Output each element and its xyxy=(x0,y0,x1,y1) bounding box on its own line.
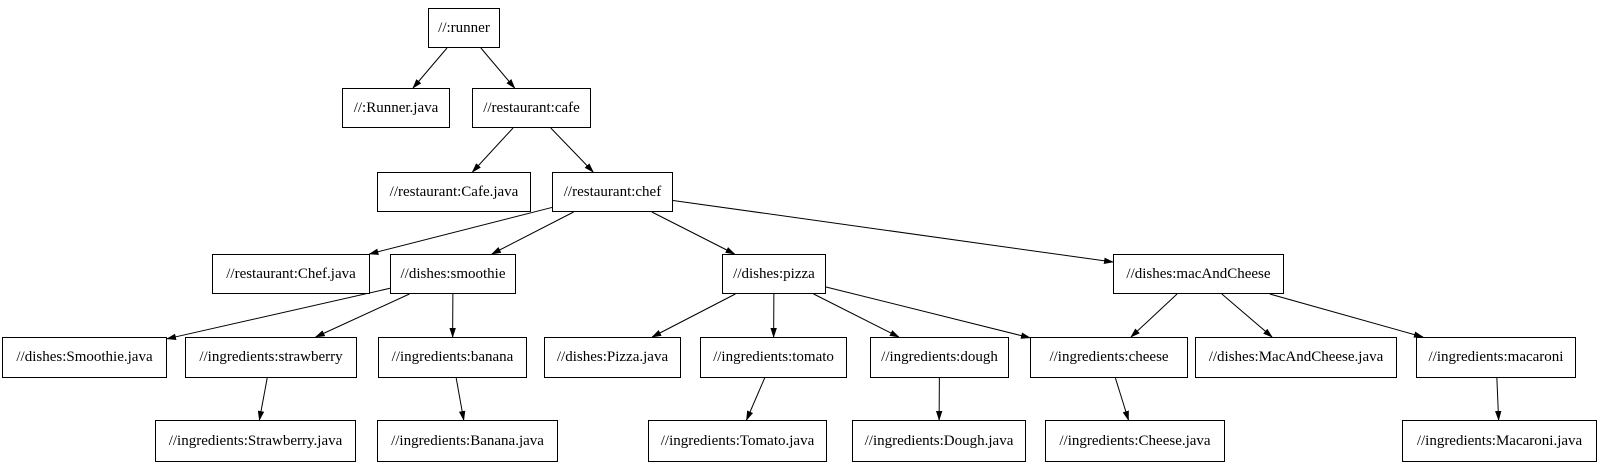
graph-node-label: //:runner xyxy=(438,19,490,36)
graph-node-label: //ingredients:macaroni xyxy=(1428,349,1564,365)
graph-node-banana: //ingredients:banana xyxy=(378,337,527,378)
graph-node-smoothie: //dishes:smoothie xyxy=(390,254,516,294)
graph-node-dough: //ingredients:dough xyxy=(870,337,1009,378)
graph-node-cheese-java: //ingredients:Cheese.java xyxy=(1045,420,1225,462)
graph-node-label: //dishes:macAndCheese xyxy=(1126,265,1271,282)
graph-node-label: //restaurant:Cafe.java xyxy=(389,183,519,200)
graph-node-label: //ingredients:Macaroni.java xyxy=(1416,432,1583,449)
graph-node-label: //ingredients:Cheese.java xyxy=(1059,432,1211,449)
graph-node-chef-java: //restaurant:Chef.java xyxy=(212,254,370,294)
graph-node-macaroni: //ingredients:macaroni xyxy=(1416,337,1576,378)
graph-edge-banana-to-banana-java xyxy=(455,377,466,421)
graph-edge-mac-and-cheese-to-cheese xyxy=(1130,293,1178,338)
graph-edge-pizza-to-cheese xyxy=(825,286,1031,339)
graph-node-label: //ingredients:Strawberry.java xyxy=(168,432,343,449)
graph-node-label: //dishes:MacAndCheese.java xyxy=(1208,349,1384,365)
graph-node-label: //dishes:Pizza.java xyxy=(556,349,669,365)
graph-edge-runner-to-cafe xyxy=(480,47,516,89)
graph-node-label: //restaurant:cafe xyxy=(483,99,580,116)
graph-edge-chef-to-smoothie xyxy=(491,211,574,255)
graph-node-macaroni-java: //ingredients:Macaroni.java xyxy=(1402,420,1597,462)
graph-node-tomato-java: //ingredients:Tomato.java xyxy=(648,420,827,462)
graph-edge-pizza-to-pizza-java xyxy=(651,293,736,338)
graph-node-banana-java: //ingredients:Banana.java xyxy=(377,420,558,462)
graph-edge-macaroni-to-macaroni-java xyxy=(1495,377,1502,421)
graph-edge-pizza-to-dough xyxy=(813,293,900,338)
graph-edge-chef-to-mac-and-cheese xyxy=(672,199,1114,264)
graph-node-label: //ingredients:Banana.java xyxy=(391,432,544,449)
graph-edge-mac-and-cheese-to-macaroni xyxy=(1269,293,1424,338)
graph-edge-smoothie-to-smoothie-java xyxy=(166,287,391,340)
graph-node-tomato: //ingredients:tomato xyxy=(700,337,847,378)
graph-edge-mac-and-cheese-to-mac-and-cheese-java xyxy=(1221,293,1273,338)
graph-node-label: //dishes:Smoothie.java xyxy=(16,349,153,365)
graph-node-chef: //restaurant:chef xyxy=(552,172,673,212)
graph-node-mac-and-cheese: //dishes:macAndCheese xyxy=(1113,254,1284,294)
graph-node-smoothie-java: //dishes:Smoothie.java xyxy=(2,337,167,378)
graph-node-label: //ingredients:Tomato.java xyxy=(660,432,815,449)
graph-edge-chef-to-pizza xyxy=(651,211,736,255)
graph-edge-chef-to-chef-java xyxy=(368,206,553,255)
graph-edge-strawberry-to-strawberry-java xyxy=(257,377,268,421)
graph-edge-cafe-to-chef xyxy=(550,127,594,173)
graph-node-label: //ingredients:banana xyxy=(391,349,514,365)
graph-node-label: //restaurant:chef xyxy=(563,183,662,200)
graph-node-label: //ingredients:cheese xyxy=(1049,349,1169,365)
graph-node-cheese: //ingredients:cheese xyxy=(1030,337,1188,378)
graph-node-label: //:Runner.java xyxy=(353,99,439,116)
graph-edge-smoothie-to-strawberry xyxy=(314,293,410,338)
graph-node-label: //dishes:pizza xyxy=(733,265,815,282)
graph-node-mac-and-cheese-java: //dishes:MacAndCheese.java xyxy=(1195,337,1397,378)
graph-node-cafe-java: //restaurant:Cafe.java xyxy=(377,172,531,212)
graph-node-strawberry-java: //ingredients:Strawberry.java xyxy=(155,420,356,462)
graph-edge-cafe-to-cafe-java xyxy=(471,127,514,173)
graph-edge-tomato-to-tomato-java xyxy=(746,377,766,421)
graph-node-pizza-java: //dishes:Pizza.java xyxy=(544,337,681,378)
graph-node-label: //dishes:smoothie xyxy=(400,265,506,282)
graph-edge-cheese-to-cheese-java xyxy=(1114,377,1129,421)
graph-node-dough-java: //ingredients:Dough.java xyxy=(852,420,1026,462)
graph-node-label: //ingredients:tomato xyxy=(713,349,834,365)
graph-edge-runner-to-runner-java xyxy=(412,47,448,89)
graph-node-label: //ingredients:dough xyxy=(881,349,998,365)
graph-node-runner: //:runner xyxy=(428,8,500,48)
graph-node-runner-java: //:Runner.java xyxy=(342,88,450,128)
graph-node-label: //restaurant:Chef.java xyxy=(226,265,356,282)
graph-node-label: //ingredients:Dough.java xyxy=(864,432,1014,449)
graph-node-cafe: //restaurant:cafe xyxy=(472,88,591,128)
graph-node-label: //ingredients:strawberry xyxy=(199,349,343,365)
graph-node-pizza: //dishes:pizza xyxy=(722,254,826,294)
graph-node-strawberry: //ingredients:strawberry xyxy=(185,337,357,378)
